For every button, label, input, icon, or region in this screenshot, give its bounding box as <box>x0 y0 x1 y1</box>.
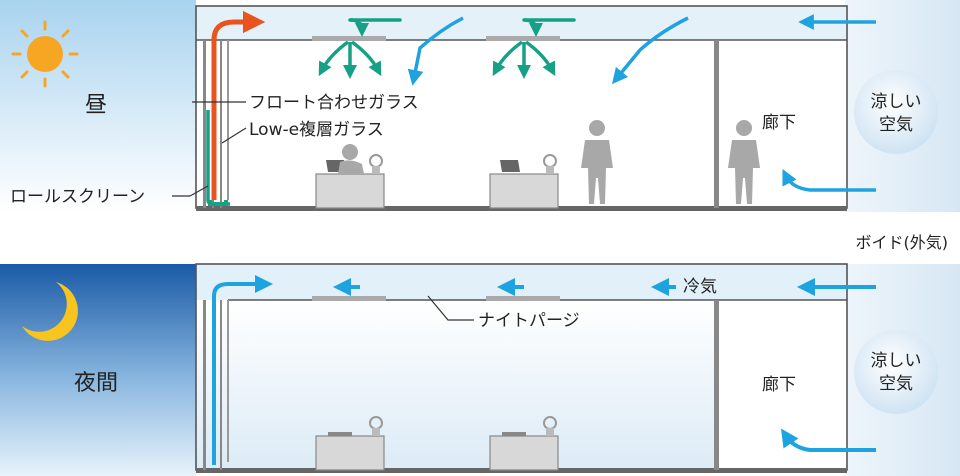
label-float-glass: フロート合わせガラス <box>249 93 419 113</box>
day-cool-air-arrows <box>407 14 876 192</box>
label-night-purge: ナイトパージ <box>478 311 580 331</box>
night-ceiling-plenum <box>196 264 847 300</box>
day-aircon-flow-arrows <box>318 18 576 79</box>
day-sky <box>0 0 196 212</box>
warm-air-exhaust-arrow <box>211 10 266 200</box>
moon-icon <box>22 282 78 341</box>
label-roll-screen: ロールスクリーン <box>10 187 145 207</box>
day-cool-air-text-1: 涼しい <box>871 92 922 112</box>
night-cool-air-text-1: 涼しい <box>871 351 922 371</box>
day-float-glass <box>203 40 206 208</box>
day-roll-screen <box>227 40 229 200</box>
day-lowe-glass <box>220 40 222 208</box>
void-label: ボイド(外気) <box>856 233 949 252</box>
night-sky <box>0 264 196 476</box>
day-ceiling-plenum <box>196 6 847 40</box>
night-corridor-wall <box>714 300 719 470</box>
desk-icon <box>315 173 559 209</box>
air-conditioner-icon <box>312 36 560 41</box>
day-title: 昼 <box>85 93 107 118</box>
day-aircon-return-line <box>206 110 230 206</box>
label-cold-air: 冷気 <box>683 277 717 297</box>
day-cool-air-bubble <box>854 70 938 154</box>
night-corridor-label: 廊下 <box>762 375 796 395</box>
desk-icon <box>315 416 559 471</box>
sun-icon <box>11 20 79 88</box>
label-lowe-glass: Low-e複層ガラス <box>249 120 384 140</box>
night-section: 夜間 冷気 ナイトパージ 廊下 涼し <box>0 263 960 476</box>
night-cool-air-text-2: 空気 <box>879 374 913 394</box>
night-title: 夜間 <box>74 371 118 396</box>
night-purge-arrows <box>212 275 876 465</box>
day-corridor-wall <box>714 40 719 208</box>
person-icon <box>338 120 760 204</box>
day-section: 昼 <box>0 0 960 212</box>
day-corridor-label: 廊下 <box>762 113 796 133</box>
night-cool-air-bubble <box>854 330 938 414</box>
day-cool-air-text-2: 空気 <box>879 115 913 135</box>
air-conditioner-icon <box>312 296 560 301</box>
